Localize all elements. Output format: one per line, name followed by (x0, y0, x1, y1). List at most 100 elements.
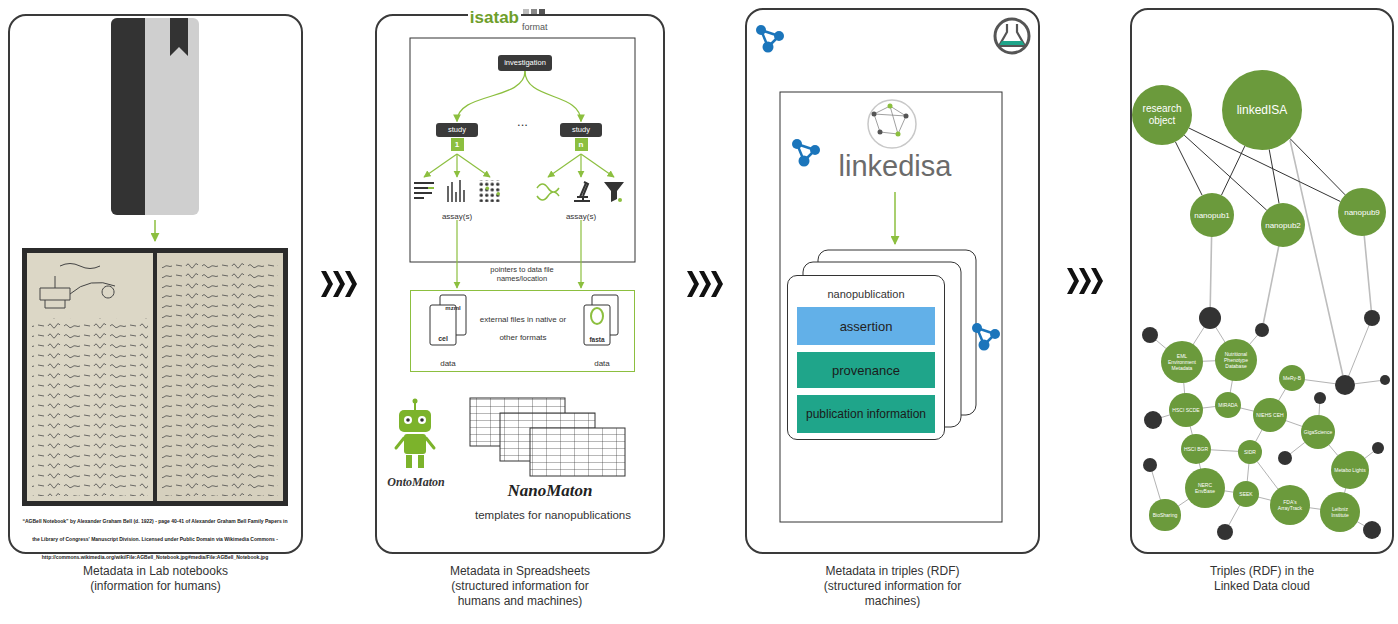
notebook-photo-part (157, 253, 283, 501)
file-icons (430, 295, 618, 345)
assay-icons-part (604, 182, 624, 202)
file-icons-part (430, 305, 456, 345)
down-arrow-part (154, 220, 156, 241)
linkedisa-globe-part (878, 130, 883, 135)
notebook-icon-part (170, 18, 188, 56)
study-to-assay-arrows (424, 154, 614, 177)
ontomaton-robot-part (406, 418, 410, 422)
stage-panel: Metadata in Lab notebooks (information f… (8, 14, 303, 554)
flask-logo-part (1000, 41, 1025, 45)
assertion-box: assertion (797, 307, 935, 345)
repository-circle: Leibniz Institute (1320, 492, 1360, 532)
assay-icons-part (496, 192, 500, 196)
tree-arrow (457, 71, 525, 122)
file-type-holder: mzml (440, 296, 466, 314)
nanopub-circle-text: nanopub9 (1344, 208, 1380, 217)
file-type: fasta (589, 336, 604, 343)
logo-subtext: format (522, 22, 548, 33)
data-files-text: external files in native or other format… (480, 315, 566, 342)
logo-text-holder: linkedisa (815, 150, 975, 183)
logo-text-holder: isatab (455, 8, 521, 28)
linkedisa-frame-part (780, 92, 1002, 522)
notebook-photo-part (40, 264, 115, 309)
repository-circle: MIRADA (1215, 392, 1241, 418)
assay-icons-part (428, 187, 434, 189)
nanopub-circle: nanopub1 (1190, 193, 1234, 237)
data-files-text: data (440, 359, 456, 368)
study-to-assay-arrows-part (581, 154, 614, 177)
ontomaton-robot-part (404, 434, 426, 454)
rdf-icon-part (792, 139, 820, 167)
cloud-web (1150, 318, 1385, 532)
linkedisa-globe-part (874, 106, 906, 134)
ontomaton-robot-part (420, 418, 424, 422)
study-to-assay-arrows-part (456, 154, 457, 177)
text-holder: nanopublication (788, 284, 944, 302)
repository-name: Metabo Lights (1334, 467, 1365, 473)
assay-icons-part (448, 180, 464, 202)
text-holder: data (428, 352, 468, 370)
repository-name: HSCI BGR (1184, 446, 1208, 452)
repository-circle: HSCI BGR (1181, 434, 1212, 465)
investigation-box: investigation (498, 55, 552, 71)
repository-name: NERC EnvBase (1189, 482, 1221, 494)
tree-arrow (525, 71, 581, 122)
link-line (1290, 139, 1345, 195)
ellipsis-holder: ... (500, 112, 545, 130)
flow-chevrons (1067, 268, 1103, 294)
study-text: study (560, 123, 602, 137)
flow-chevrons (687, 271, 723, 297)
spreadsheet-stack-part (530, 428, 625, 476)
chevron (345, 271, 357, 297)
rdf-icon (792, 139, 820, 167)
repository-name: Nutritional Phenotype Database (1220, 351, 1252, 369)
study-to-assay-arrows-part (424, 154, 457, 177)
notebook-icon-part (111, 18, 199, 215)
investigation-text: investigation (504, 58, 546, 68)
ontomaton-robot-part (413, 399, 418, 404)
link-line (1221, 146, 1244, 195)
pointer-arrows-part (456, 220, 457, 288)
repository-name: EML Environment Metadata (1166, 353, 1198, 371)
cloud-web-part (1150, 318, 1385, 532)
repository-name: MeRy-B (1283, 375, 1301, 381)
stage-caption: Triples (RDF) in the Linked Data cloud (1192, 564, 1332, 594)
pointer-note-holder: pointers to data file names/location (472, 265, 572, 285)
rdf-icon (972, 323, 1000, 351)
nanopub-circle-text: nanopub2 (1265, 221, 1301, 230)
repository-circle: GigaScience (1301, 415, 1336, 450)
spreadsheet-stack (470, 398, 625, 476)
ontomaton-robot-part (406, 455, 412, 468)
study-box: studyn (556, 122, 606, 153)
file-type: cel (438, 335, 448, 342)
assay-icons-part (574, 182, 590, 201)
research-object-circle-text: research object (1140, 103, 1184, 127)
caption-holder: Triples (RDF) in the Linked Data cloud (1132, 564, 1392, 594)
caption-wrap: Metadata in Lab notebooks (information f… (76, 564, 236, 594)
file-icons-part (591, 308, 603, 324)
repository-circle: NERC EnvBase (1185, 468, 1225, 508)
tool-name: NanoMaton (507, 481, 592, 500)
notebook-photo-part (22, 248, 288, 506)
notebook-photo-part (162, 262, 278, 496)
study-text: 1 (451, 138, 464, 151)
stage-panel: Triples (RDF) in the Linked Data cloudre… (1130, 8, 1394, 554)
notebook-photo (22, 248, 288, 506)
nanopublication-card: nanopublicationassertionprovenancepublic… (787, 275, 945, 440)
ellipsis: ... (517, 114, 528, 129)
research-object-circle: research object (1132, 85, 1192, 145)
logo-text: linkedisa (839, 150, 952, 182)
assertion-text: assertion (840, 319, 893, 334)
nanopub-circle: nanopub2 (1261, 203, 1305, 247)
assay-icons-part (618, 198, 622, 202)
data-files-box: external files in native or other format… (410, 290, 635, 372)
nanopub-circle-text: nanopub1 (1194, 211, 1230, 220)
caption-holder: Metadata in Lab notebooks (information f… (10, 564, 301, 594)
caption-wrap: Metadata in triples (RDF) (structured in… (815, 564, 970, 609)
assay-icons-part (537, 184, 559, 200)
link-line (1269, 149, 1279, 203)
repository-name: GigaScience (1304, 429, 1332, 435)
stage-panel: Metadata in Spreadsheets (structured inf… (375, 14, 665, 554)
repository-circle: MeRy-B (1279, 365, 1305, 391)
